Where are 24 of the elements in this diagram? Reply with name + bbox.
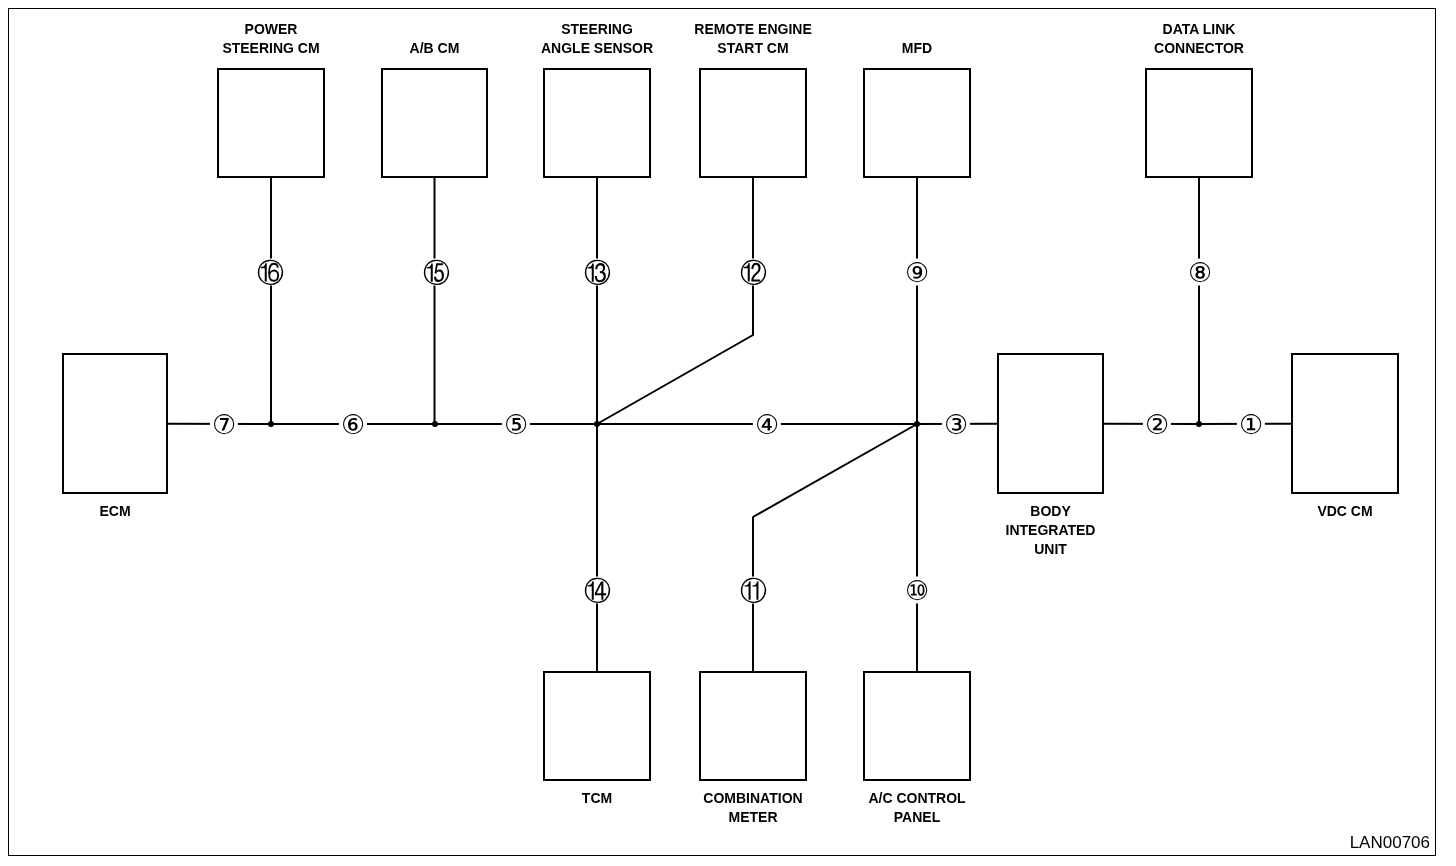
wire-junction (1196, 421, 1202, 427)
module-label: ECM (98, 502, 132, 521)
segment-number: ⑬ (581, 258, 613, 286)
module-label: BODY INTEGRATED UNIT (1004, 502, 1097, 559)
module-label: VDC CM (1316, 502, 1374, 521)
module-label: A/B CM (408, 39, 461, 58)
module-label: DATA LINK CONNECTOR (1153, 20, 1245, 58)
segment-number: ⑫ (737, 258, 769, 286)
segment-number: ⑪ (737, 576, 769, 604)
wire-junction (431, 421, 438, 427)
module-label: TCM (580, 789, 614, 808)
wire-junction (594, 421, 600, 427)
module-label: POWER STEERING CM (221, 20, 321, 58)
segment-number: ⑯ (254, 258, 286, 286)
module-label: REMOTE ENGINE START CM (693, 20, 813, 58)
segment-number: ⑭ (581, 576, 613, 604)
module-label: STEERING ANGLE SENSOR (540, 20, 654, 58)
module-label: COMBINATION METER (702, 789, 804, 827)
wire-junction (914, 421, 920, 427)
module-label: MFD (900, 39, 934, 58)
wire-junction (268, 421, 274, 427)
figure-code: LAN00706 (1349, 833, 1430, 853)
module-label: A/C CONTROL PANEL (867, 789, 967, 827)
segment-number: ⑮ (420, 258, 452, 286)
